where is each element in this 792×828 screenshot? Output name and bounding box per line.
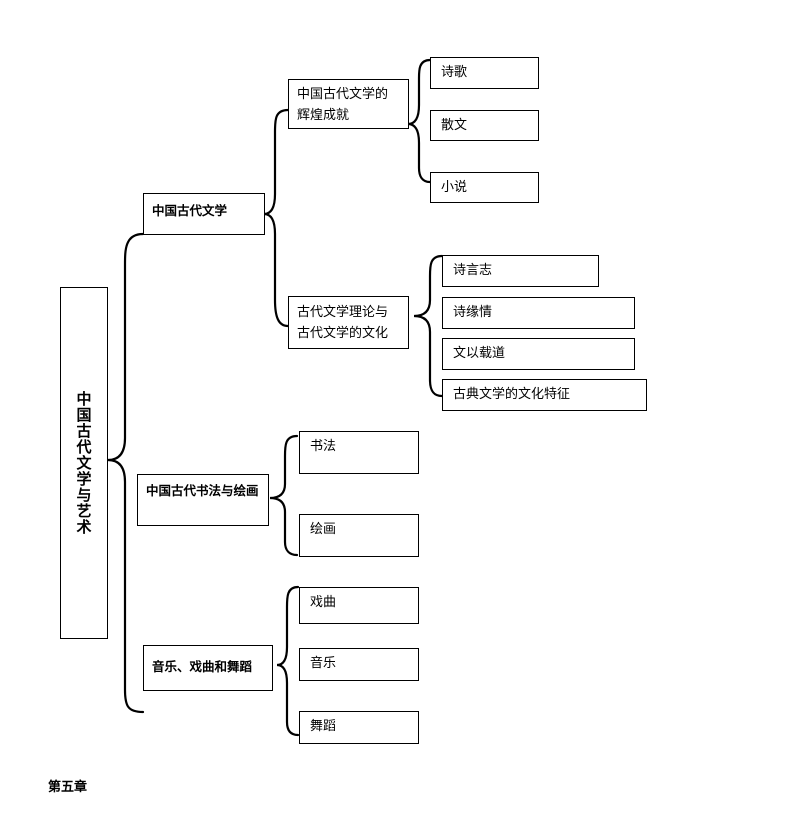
node-opera-label: 戏曲 xyxy=(310,595,337,610)
node-calligraphy-label: 书法 xyxy=(310,439,337,454)
node-fiction: 小说 xyxy=(430,172,539,203)
node-music-opera-dance: 音乐、戏曲和舞蹈 xyxy=(143,645,273,691)
node-literary-theory: 古代文学理论与古代文学的文化 xyxy=(288,296,409,349)
node-poetry-label: 诗歌 xyxy=(441,65,468,80)
bracket-root xyxy=(107,232,145,714)
node-prose-label: 散文 xyxy=(441,118,468,133)
node-poetry: 诗歌 xyxy=(430,57,539,89)
node-theory-label: 古代文学理论与古代文学的文化 xyxy=(297,305,389,341)
node-cultural-features-label: 古典文学的文化特征 xyxy=(453,387,571,402)
node-music-label: 音乐 xyxy=(310,656,337,671)
node-painting: 绘画 xyxy=(299,514,419,557)
root-node: 中国古代文学与艺术 xyxy=(60,287,108,639)
node-dance-label: 舞蹈 xyxy=(310,719,337,734)
node-achievements-label: 中国古代文学的辉煌成就 xyxy=(297,87,389,123)
node-literature-achievements: 中国古代文学的辉煌成就 xyxy=(288,79,409,129)
root-label: 中国古代文学与艺术 xyxy=(74,391,93,535)
node-calligraphy-painting: 中国古代书法与绘画 xyxy=(137,474,269,526)
node-dance: 舞蹈 xyxy=(299,711,419,744)
bracket-literature xyxy=(263,108,290,328)
node-literature: 中国古代文学 xyxy=(143,193,265,235)
chapter-label: 第五章 xyxy=(48,780,88,795)
node-wen-yi-zai-dao: 文以载道 xyxy=(442,338,635,370)
node-painting-label: 绘画 xyxy=(310,522,337,537)
node-shi-yuan-qing: 诗缘情 xyxy=(442,297,635,329)
bracket-theory xyxy=(413,254,444,398)
node-calligraphy: 书法 xyxy=(299,431,419,474)
node-prose: 散文 xyxy=(430,110,539,141)
bracket-achievements xyxy=(407,58,432,184)
node-music: 音乐 xyxy=(299,648,419,681)
node-shi-yuan-qing-label: 诗缘情 xyxy=(453,305,493,320)
node-cultural-features: 古典文学的文化特征 xyxy=(442,379,647,411)
node-shi-yan-zhi: 诗言志 xyxy=(442,255,599,287)
node-shi-yan-zhi-label: 诗言志 xyxy=(453,263,493,278)
node-music-opera-dance-label: 音乐、戏曲和舞蹈 xyxy=(152,659,253,674)
bracket-music xyxy=(276,585,300,737)
node-literature-label: 中国古代文学 xyxy=(152,203,228,218)
node-opera: 戏曲 xyxy=(299,587,419,624)
node-wen-yi-zai-dao-label: 文以载道 xyxy=(453,346,506,361)
node-fiction-label: 小说 xyxy=(441,180,468,195)
bracket-calligraphy xyxy=(269,434,299,557)
node-calligraphy-painting-label: 中国古代书法与绘画 xyxy=(146,483,259,498)
